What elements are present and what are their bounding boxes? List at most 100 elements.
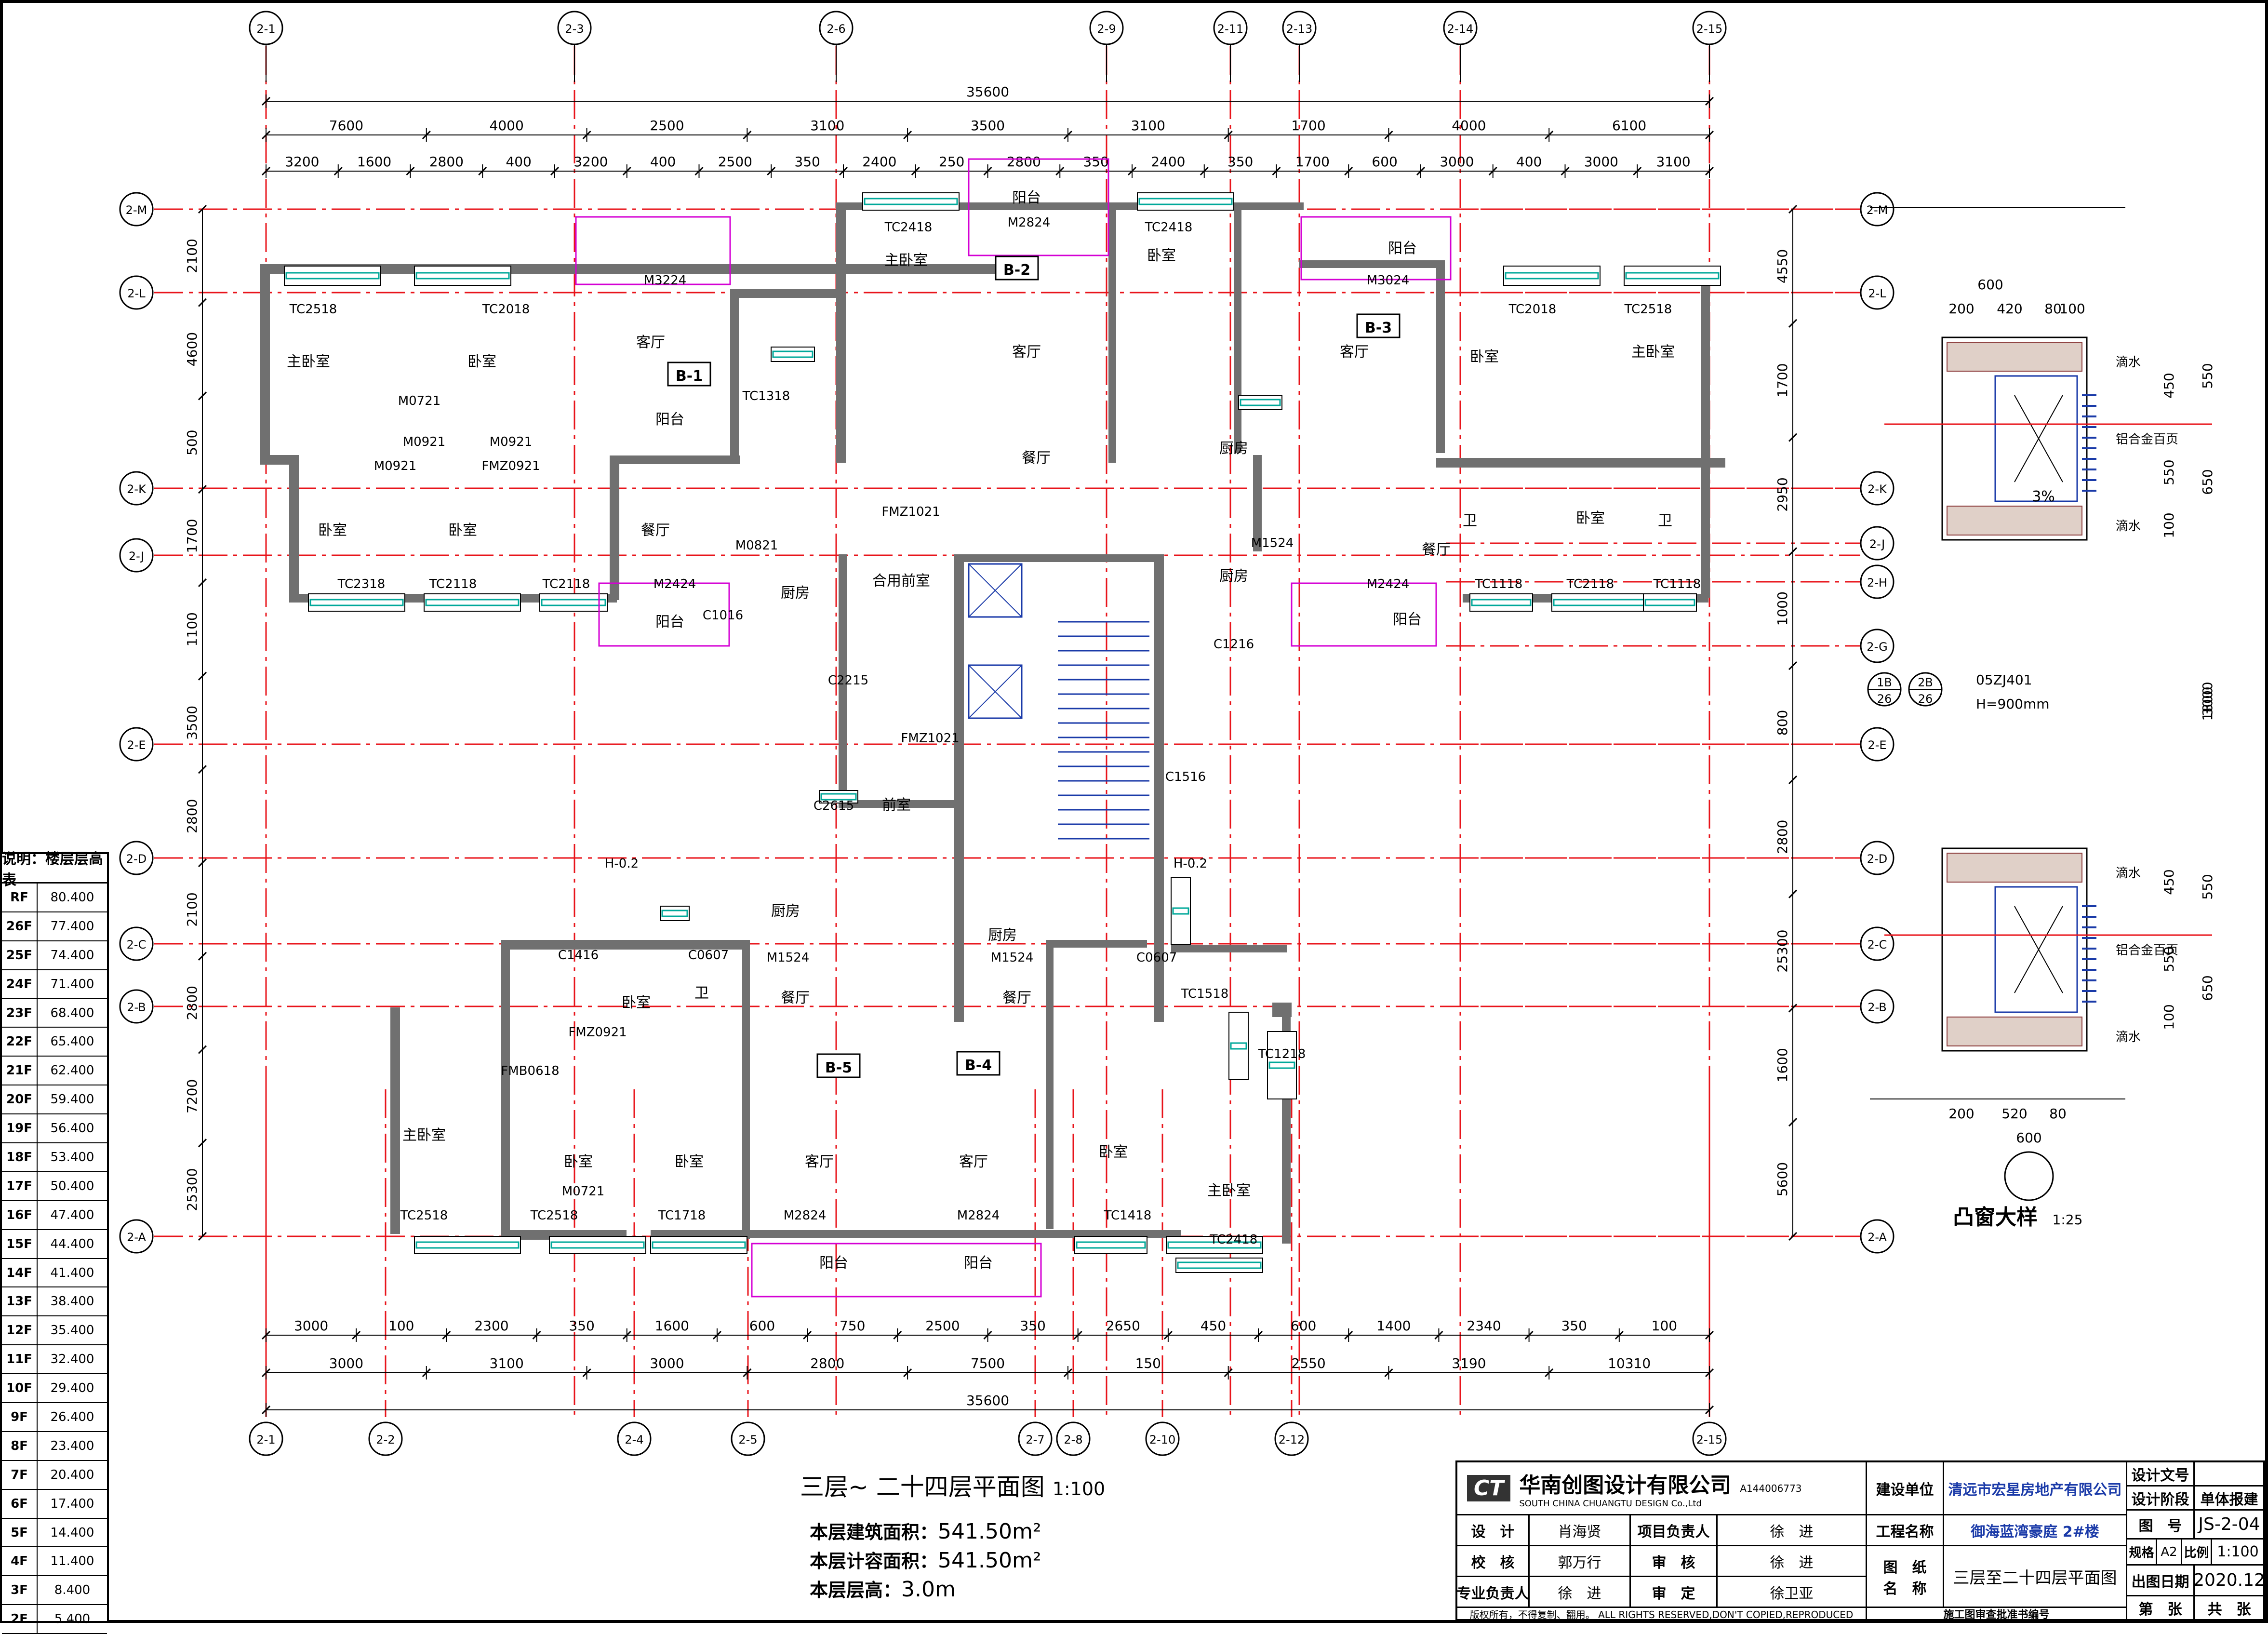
window-glass: [1167, 1241, 1262, 1249]
bay-window: [424, 593, 521, 612]
element-code: FMZ1021: [901, 731, 959, 746]
axis-bubble: [1145, 1421, 1180, 1456]
axis-label: 2-10: [1149, 1433, 1175, 1446]
dim-right-text: 800: [1774, 710, 1790, 736]
dim-top-2-text: 400: [506, 154, 531, 170]
dim-top-2-text: 600: [1372, 154, 1397, 170]
dim-right-text: 2950: [1774, 477, 1790, 511]
floor-elevation: 68.400: [50, 1005, 94, 1020]
window-glass: [415, 1241, 520, 1249]
window-glass: [541, 599, 606, 606]
dim-top-2-text: 3000: [1440, 154, 1474, 170]
wall: [1436, 458, 1725, 468]
element-code: M0921: [403, 435, 446, 449]
elevator-cross: [968, 665, 1022, 719]
company-cell: CT 华南创图设计有限公司 SOUTH CHINA CHUANGTU DESIG…: [1457, 1462, 1867, 1515]
element-code: TC1218: [1258, 1047, 1306, 1061]
detail-dim: 200: [1948, 1106, 1974, 1122]
project-label: 工程名称: [1867, 1515, 1944, 1546]
dim-top-2-text: 2800: [1007, 154, 1041, 170]
axis-bubble: [1860, 564, 1894, 599]
axis-label: 2-A: [127, 1231, 146, 1244]
floor-label: 19F: [2, 1114, 38, 1143]
detail-dim: 550: [2200, 874, 2215, 899]
element-code: TC1518: [1181, 987, 1229, 1001]
dim-right-tick: [1788, 433, 1798, 442]
dim-bot-1-text: 3100: [490, 1355, 524, 1371]
element-code: M3024: [1367, 273, 1410, 288]
room-label: 客厅: [805, 1153, 834, 1170]
company-logo: CT: [1467, 1475, 1511, 1501]
dim-top-2-text: 2500: [718, 154, 752, 170]
drawing-title: 三层~ 二十四层平面图 1:100: [800, 1468, 1105, 1502]
role-name-2: 徐 进: [1718, 1515, 1867, 1546]
wall: [954, 554, 1164, 562]
room-label: 卧室: [1470, 348, 1499, 365]
element-code: C2215: [828, 673, 868, 688]
dim-top-1-text: 3100: [1131, 118, 1165, 134]
floor-elevation: 14.400: [50, 1525, 94, 1540]
axis-label: 2-1: [256, 22, 275, 36]
bay-window: [549, 1236, 646, 1254]
unit-tag-box: [956, 1051, 1001, 1076]
dim-left-text: 2100: [184, 892, 200, 926]
element-code: C1516: [1165, 770, 1206, 784]
drawing-name: 三层至二十四层平面图: [1944, 1546, 2127, 1608]
axis-label: 2-8: [1064, 1433, 1082, 1446]
detail-dim: 80: [2049, 1106, 2067, 1122]
dim-bot-2-text: 350: [1020, 1318, 1045, 1334]
floor-label: 5F: [2, 1518, 38, 1547]
wall: [836, 202, 846, 463]
dim-left-tick: [198, 578, 207, 587]
room-label: 卧室: [448, 522, 477, 539]
window-glass: [864, 198, 958, 205]
detail-dim: 600: [1977, 277, 2003, 293]
wall: [610, 455, 740, 464]
bay-window: [771, 347, 815, 362]
room-label: 阳台: [1393, 611, 1422, 628]
dim-left-tick: [198, 765, 207, 774]
dim-right-text: 25300: [1774, 930, 1790, 973]
room-label: 餐厅: [781, 990, 810, 1006]
axis-bubble: [1860, 629, 1894, 663]
axis-bubble: [119, 192, 154, 227]
element-code: TC2518: [1624, 302, 1672, 317]
dim-top-2-text: 3100: [1656, 154, 1690, 170]
axis-label: 2-M: [1867, 203, 1888, 217]
room-label: 厨房: [771, 903, 800, 920]
room-label: 前室: [882, 797, 911, 814]
element-code: TC2018: [482, 302, 530, 317]
bay-window: [862, 192, 960, 211]
bay-window: [1469, 593, 1533, 612]
role-name-2: 徐卫亚: [1718, 1577, 1867, 1608]
dim-bot-2-text: 2300: [474, 1318, 508, 1334]
axis-label: 2-4: [625, 1433, 643, 1446]
elevator-cross: [968, 563, 1022, 617]
dim-left-text: 25300: [184, 1168, 200, 1211]
dim-right-tick: [1788, 889, 1798, 898]
floor-label: 26F: [2, 912, 38, 940]
room-label: 阳台: [819, 1255, 848, 1272]
balcony: [575, 216, 731, 285]
role-label-2: 审 核: [1631, 1546, 1718, 1577]
detail-slab: [1947, 853, 2082, 883]
dim-bot-1-text: 2800: [810, 1355, 844, 1371]
dim-left-tick: [198, 858, 207, 868]
floor-elevation: 32.400: [50, 1352, 94, 1367]
window-glass: [285, 272, 380, 280]
axis-bubble: [119, 989, 154, 1024]
element-code: M2424: [654, 577, 696, 591]
axis-label: 2-15: [1696, 22, 1722, 36]
axis-bubble: [119, 538, 154, 573]
dim-bot-2-text: 100: [1652, 1318, 1677, 1334]
element-code: FMZ1021: [881, 505, 940, 519]
design-stage-label: 设计阶段: [2127, 1487, 2195, 1511]
floor-elevation: 65.400: [50, 1034, 94, 1049]
element-code: M1524: [1251, 536, 1294, 550]
wall: [1108, 202, 1116, 463]
room-label: 卫: [694, 985, 709, 1002]
element-code: C2615: [814, 799, 854, 813]
